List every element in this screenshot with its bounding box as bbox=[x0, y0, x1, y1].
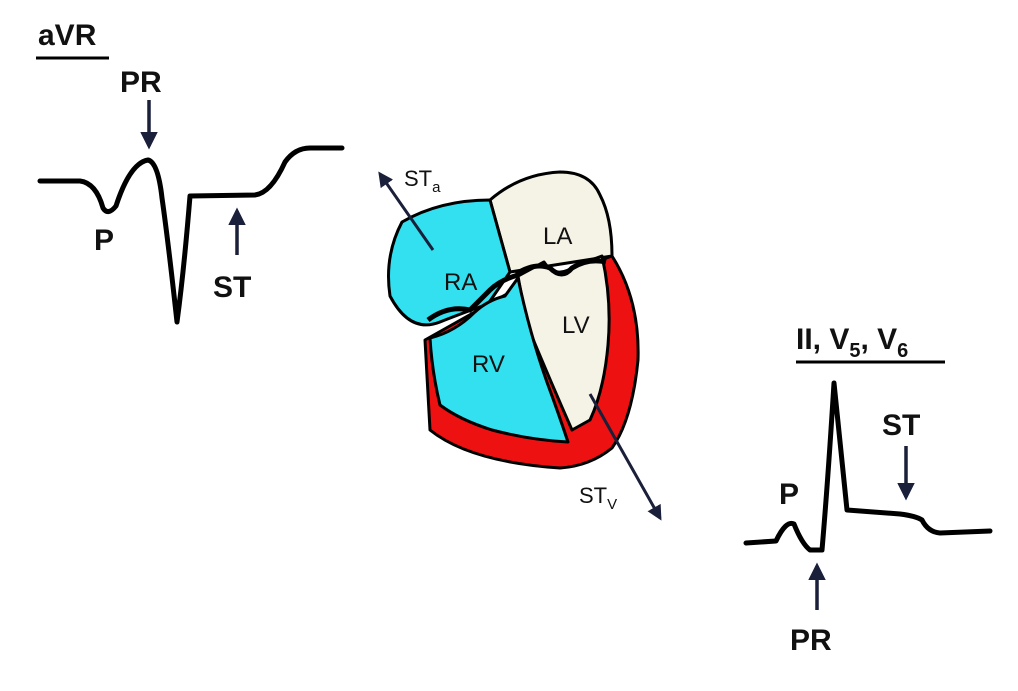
inferolateral-lead-panel: II, V5, V6 P ST PR bbox=[746, 323, 990, 657]
label-ra: RA bbox=[444, 269, 477, 296]
inferolateral-st-label: ST bbox=[882, 409, 920, 442]
label-st-a: STa bbox=[404, 166, 441, 196]
label-st-v: STV bbox=[579, 483, 617, 513]
label-rv: RV bbox=[472, 351, 505, 378]
label-la: LA bbox=[543, 223, 572, 250]
inferolateral-p-label: P bbox=[779, 478, 799, 511]
avr-title: aVR bbox=[38, 19, 97, 52]
avr-p-label: P bbox=[94, 224, 114, 257]
inferolateral-title: II, V5, V6 bbox=[796, 323, 908, 362]
avr-st-label: ST bbox=[213, 271, 251, 304]
label-lv: LV bbox=[562, 312, 590, 339]
left-atrium bbox=[490, 172, 612, 272]
inferolateral-ecg-trace bbox=[746, 383, 990, 550]
avr-pr-label: PR bbox=[120, 66, 162, 99]
avr-lead-panel: aVR PR P ST bbox=[36, 19, 342, 322]
avr-ecg-trace bbox=[40, 148, 342, 322]
inferolateral-pr-label: PR bbox=[790, 624, 832, 657]
heart-diagram: RA LA LV RV STa STV bbox=[380, 166, 660, 518]
